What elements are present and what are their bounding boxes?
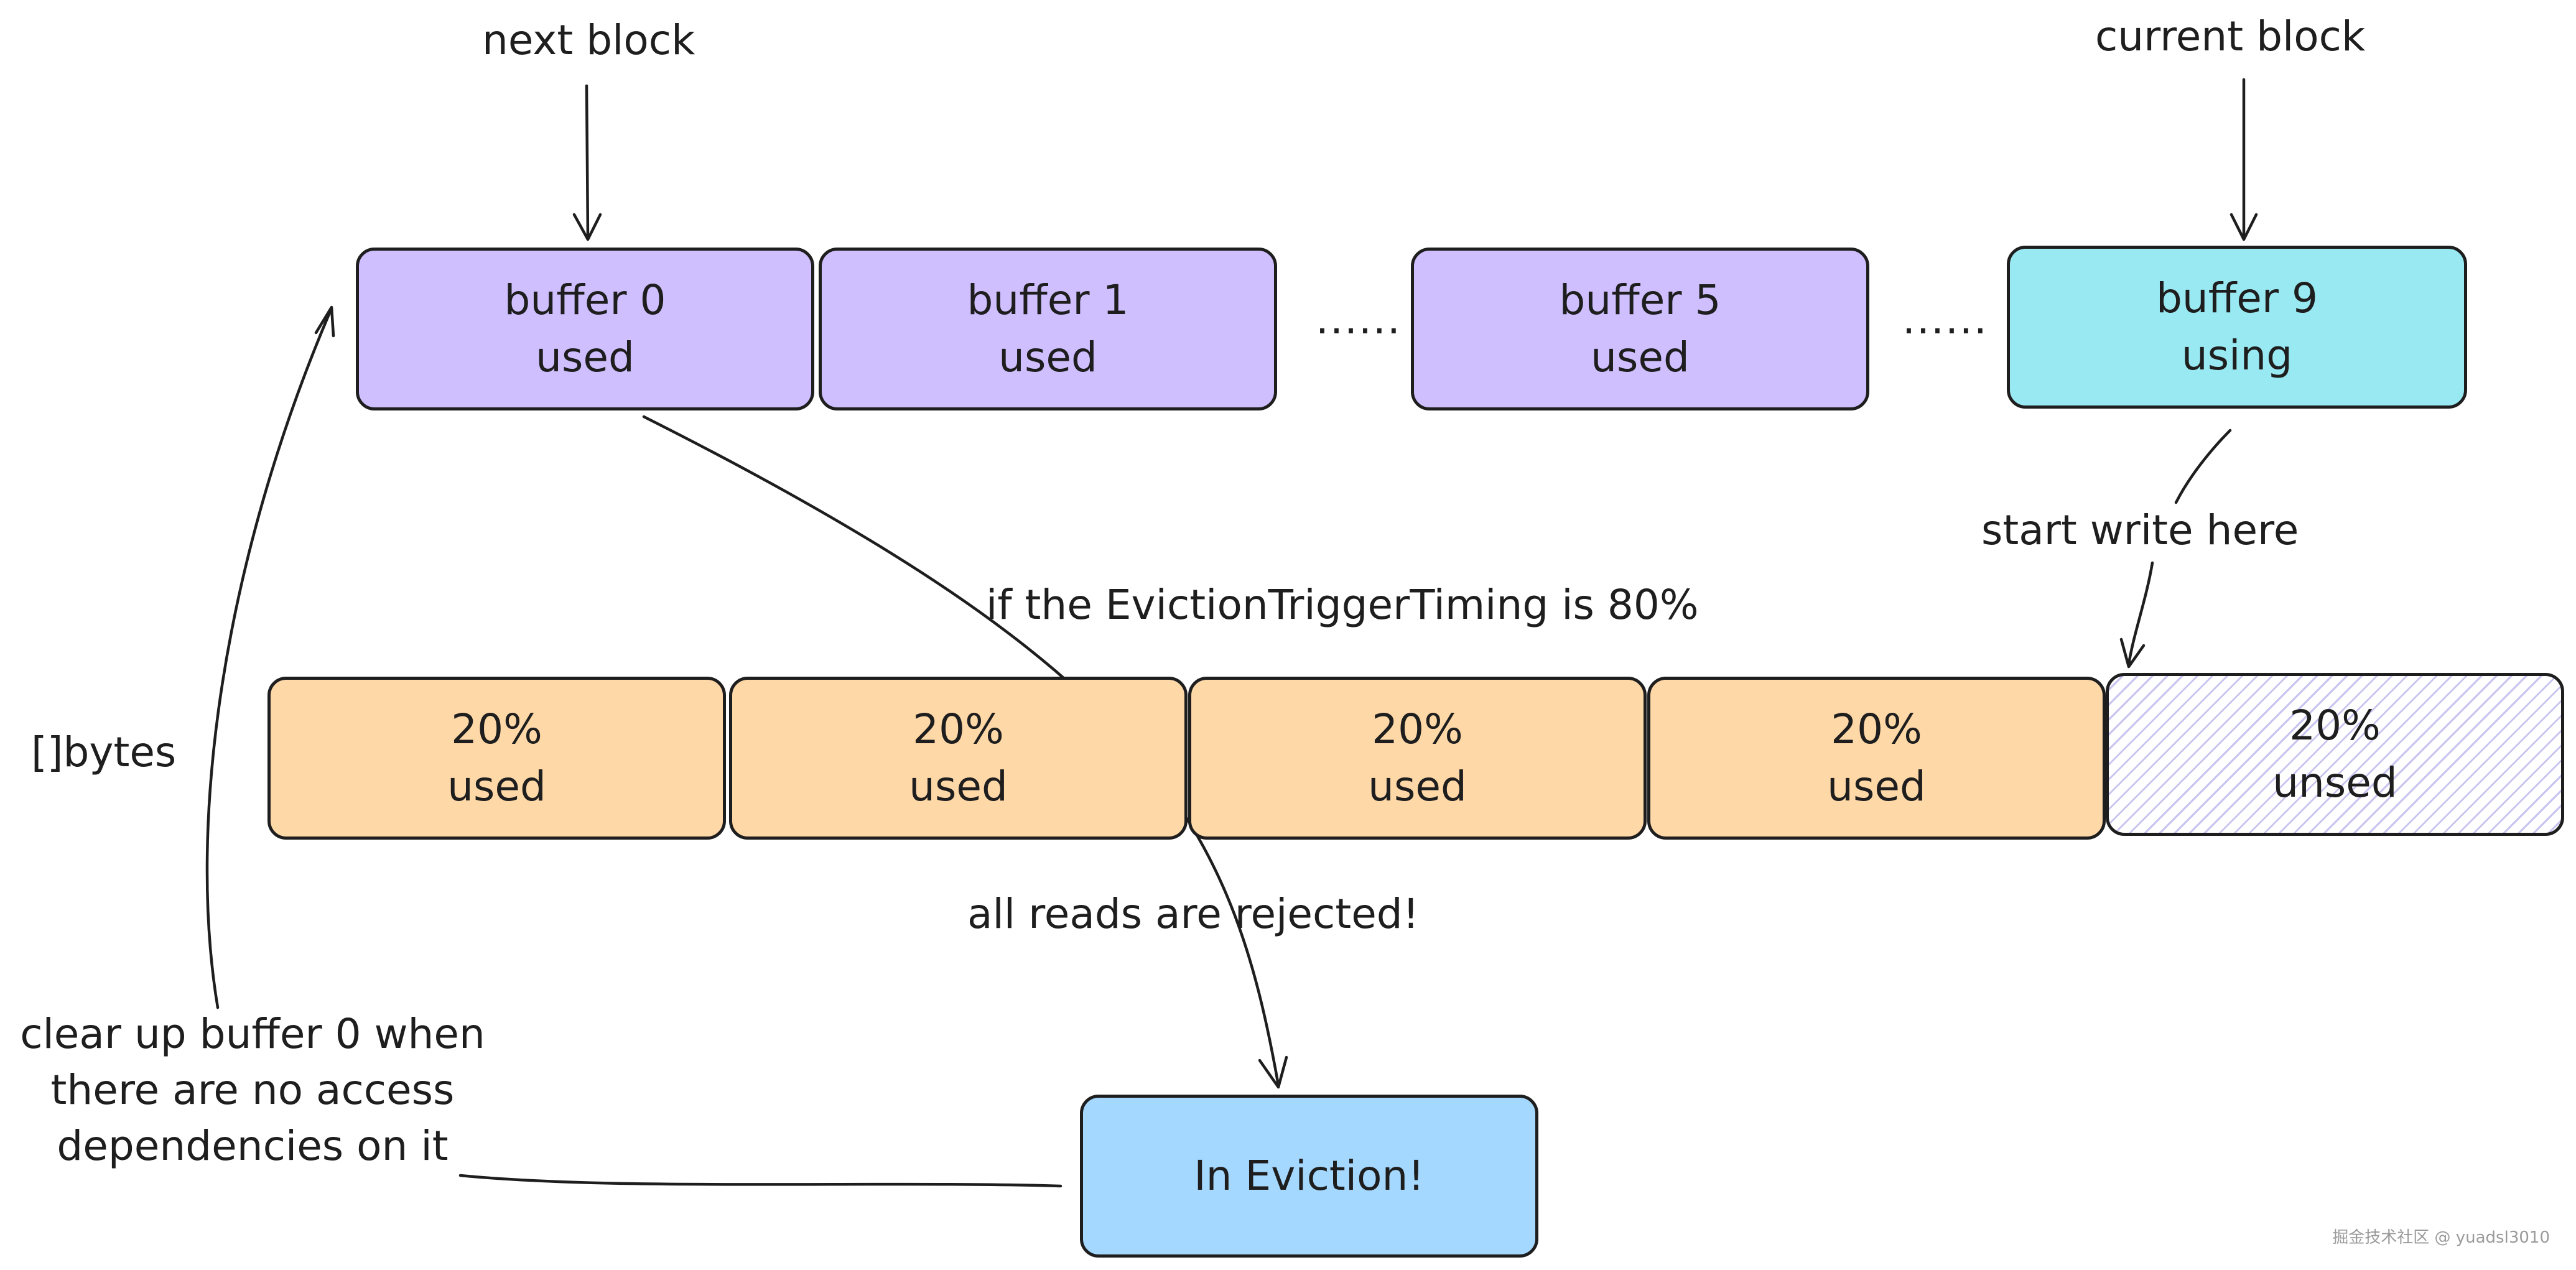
buffer-name: buffer 1: [967, 276, 1129, 324]
watermark: 掘金技术社区 @ yuadsl3010: [2332, 1228, 2550, 1247]
segment-status: unsed: [2272, 759, 2397, 807]
byte-segment: 20% used: [729, 677, 1188, 840]
buffer-name: buffer 9: [2156, 274, 2318, 322]
clearup-to-buffer0-arrowhead: [314, 305, 335, 338]
segment-percent: 20%: [451, 705, 542, 753]
next-block-label: next block: [482, 16, 695, 64]
buffer-block: buffer 1 used: [819, 248, 1277, 410]
current-block-arrowhead: [2230, 213, 2258, 241]
eviction-to-clearup-line: [458, 1174, 1062, 1188]
start-write-arrow: [2127, 561, 2154, 666]
segment-status: used: [909, 762, 1008, 810]
buffer-block-current: buffer 9 using: [2007, 246, 2467, 409]
segment-percent: 20%: [1372, 705, 1463, 753]
start-write-label: start write here: [1981, 506, 2299, 554]
clear-up-line: clear up buffer 0 when: [20, 1010, 485, 1058]
clearup-to-buffer0-arrow: [205, 308, 333, 1009]
in-eviction-box: In Eviction!: [1080, 1095, 1538, 1258]
segment-percent: 20%: [2289, 702, 2381, 749]
clear-up-line: dependencies on it: [57, 1122, 449, 1170]
segment-status: used: [447, 762, 546, 810]
buffer-status: used: [998, 333, 1097, 381]
current-block-label: current block: [2095, 12, 2366, 60]
reads-rejected-label: all reads are rejected!: [967, 890, 1420, 938]
byte-segment: 20% used: [1188, 677, 1647, 840]
start-write-arrowhead: [2119, 637, 2146, 669]
buffer-status: using: [2181, 331, 2293, 379]
bytes-label: []bytes: [31, 728, 177, 776]
segment-percent: 20%: [1831, 705, 1922, 753]
buffer-status: used: [536, 333, 635, 381]
buffer-status: used: [1591, 333, 1690, 381]
byte-segment: 20% used: [267, 677, 726, 840]
in-eviction-label: In Eviction!: [1194, 1152, 1425, 1200]
next-block-arrowhead: [572, 213, 602, 241]
ellipsis: ......: [1902, 295, 1988, 343]
buffer-name: buffer 0: [504, 276, 666, 324]
segment-status: used: [1368, 762, 1467, 810]
buffer-block: buffer 0 used: [356, 248, 814, 410]
clear-up-label: clear up buffer 0 when there are no acce…: [0, 1006, 505, 1174]
byte-segment: 20% used: [1647, 677, 2106, 840]
buffer9-to-label-line: [2174, 429, 2232, 504]
eviction-trigger-label: if the EvictionTriggerTiming is 80%: [986, 581, 1699, 629]
clear-up-line: there are no access: [50, 1066, 455, 1114]
buffer0-to-eviction-arrowhead: [1258, 1055, 1288, 1089]
segment-percent: 20%: [913, 705, 1004, 753]
buffer-name: buffer 5: [1559, 276, 1721, 324]
byte-segment-unused: 20% unsed: [2106, 673, 2564, 836]
buffer-block: buffer 5 used: [1411, 248, 1869, 410]
next-block-arrow: [585, 84, 590, 239]
ellipsis: ......: [1316, 295, 1402, 343]
segment-status: used: [1827, 762, 1926, 810]
